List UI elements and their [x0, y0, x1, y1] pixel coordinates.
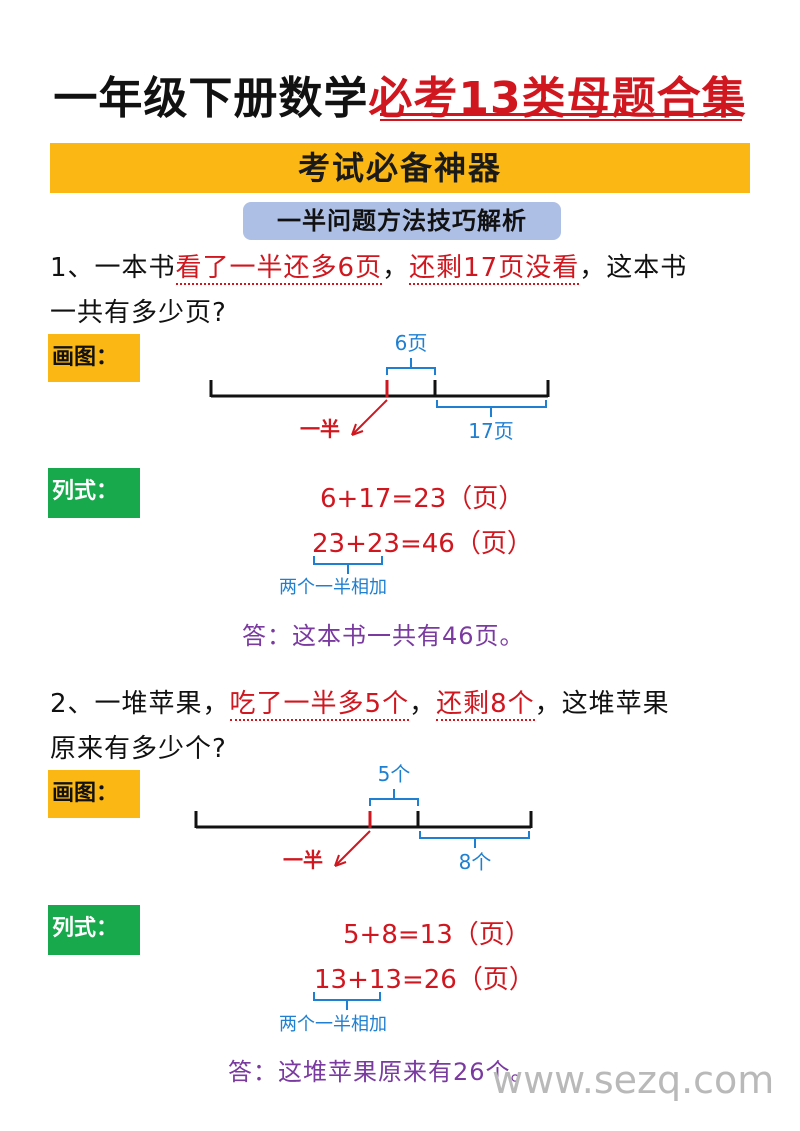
section-banner: 考试必备神器: [50, 143, 750, 193]
problem1-diagram: 6页 17页 一半: [209, 331, 550, 443]
problem2-text-line2: 原来有多少个?: [50, 734, 227, 764]
problem2-bottom-brace: [419, 831, 530, 848]
problem1-half-arrow: [351, 399, 388, 436]
problem1-answer: 答：这本书一共有46页。: [242, 622, 525, 650]
problem2-text-line1: 2、一堆苹果，吃了一半多5个，还剩8个，这堆苹果: [50, 682, 770, 726]
problem1-formula1: 6+17=23（页）: [320, 484, 525, 514]
problem2-arrow-head: [334, 854, 347, 867]
problem1-draw-tag: 画图：: [48, 334, 140, 382]
title-part2: 必考13类母题合集: [368, 73, 747, 124]
problem2-top-brace: [369, 789, 419, 806]
problem1-highlight1: 看了一半还多6页: [175, 253, 383, 285]
problem1-formula-tag: 列式：: [48, 468, 140, 518]
problem2-draw-tag: 画图：: [48, 770, 140, 818]
page-title: 一年级下册数学必考13类母题合集: [0, 62, 800, 126]
problem1-text-line2: 一共有多少页?: [50, 298, 227, 328]
problem1-bottom-brace: [436, 400, 547, 417]
problem1-formula2: 23+23=46（页）: [312, 529, 533, 559]
problem1-bottom-label: 17页: [468, 419, 513, 443]
section-subbanner: 一半问题方法技巧解析: [243, 202, 561, 240]
problem1-suffix: ，这本书: [579, 253, 688, 283]
problem2-top-label: 5个: [378, 762, 411, 786]
problem2-formula-tag: 列式：: [48, 905, 140, 955]
problem2-diagram: 5个 8个 一半: [194, 762, 533, 874]
problem1-arrow-head: [351, 423, 364, 436]
title-part1: 一年级下册数学: [53, 73, 369, 124]
problem2-prefix: 2、一堆苹果，: [50, 689, 230, 719]
problem2-formula2: 13+13=26（页）: [314, 965, 535, 995]
problem2-half-arrow: [334, 830, 371, 867]
title-underline-second: [380, 119, 742, 121]
problem1-note: 两个一半相加: [279, 577, 387, 598]
problem2-highlight1: 吃了一半多5个: [229, 689, 410, 721]
problem2-half-label: 一半: [283, 848, 323, 872]
problem1-note-brace: [313, 556, 383, 574]
problem2-formula1: 5+8=13（页）: [343, 920, 531, 950]
problem1-highlight2: 还剩17页没看: [409, 253, 580, 285]
problem1-top-brace: [386, 358, 436, 375]
problem2-note-brace: [313, 992, 381, 1010]
title-underline: [380, 113, 742, 116]
problem1-prefix: 1、一本书: [50, 253, 176, 283]
problem2-highlight2: 还剩8个: [436, 689, 535, 721]
problem2-answer: 答：这堆苹果原来有26个。: [228, 1058, 536, 1086]
problem2-suffix: ，这堆苹果: [534, 689, 670, 719]
problem2-bottom-label: 8个: [459, 850, 492, 874]
problem1-top-label: 6页: [395, 331, 428, 355]
watermark: www.sezq.com: [492, 1058, 775, 1102]
problem1-text-line1: 1、一本书看了一半还多6页，还剩17页没看，这本书: [50, 246, 770, 290]
problem1-half-label: 一半: [300, 417, 340, 441]
problem2-note: 两个一半相加: [279, 1014, 387, 1035]
problem2-mid: ，: [409, 689, 437, 719]
problem1-mid: ，: [382, 253, 410, 283]
